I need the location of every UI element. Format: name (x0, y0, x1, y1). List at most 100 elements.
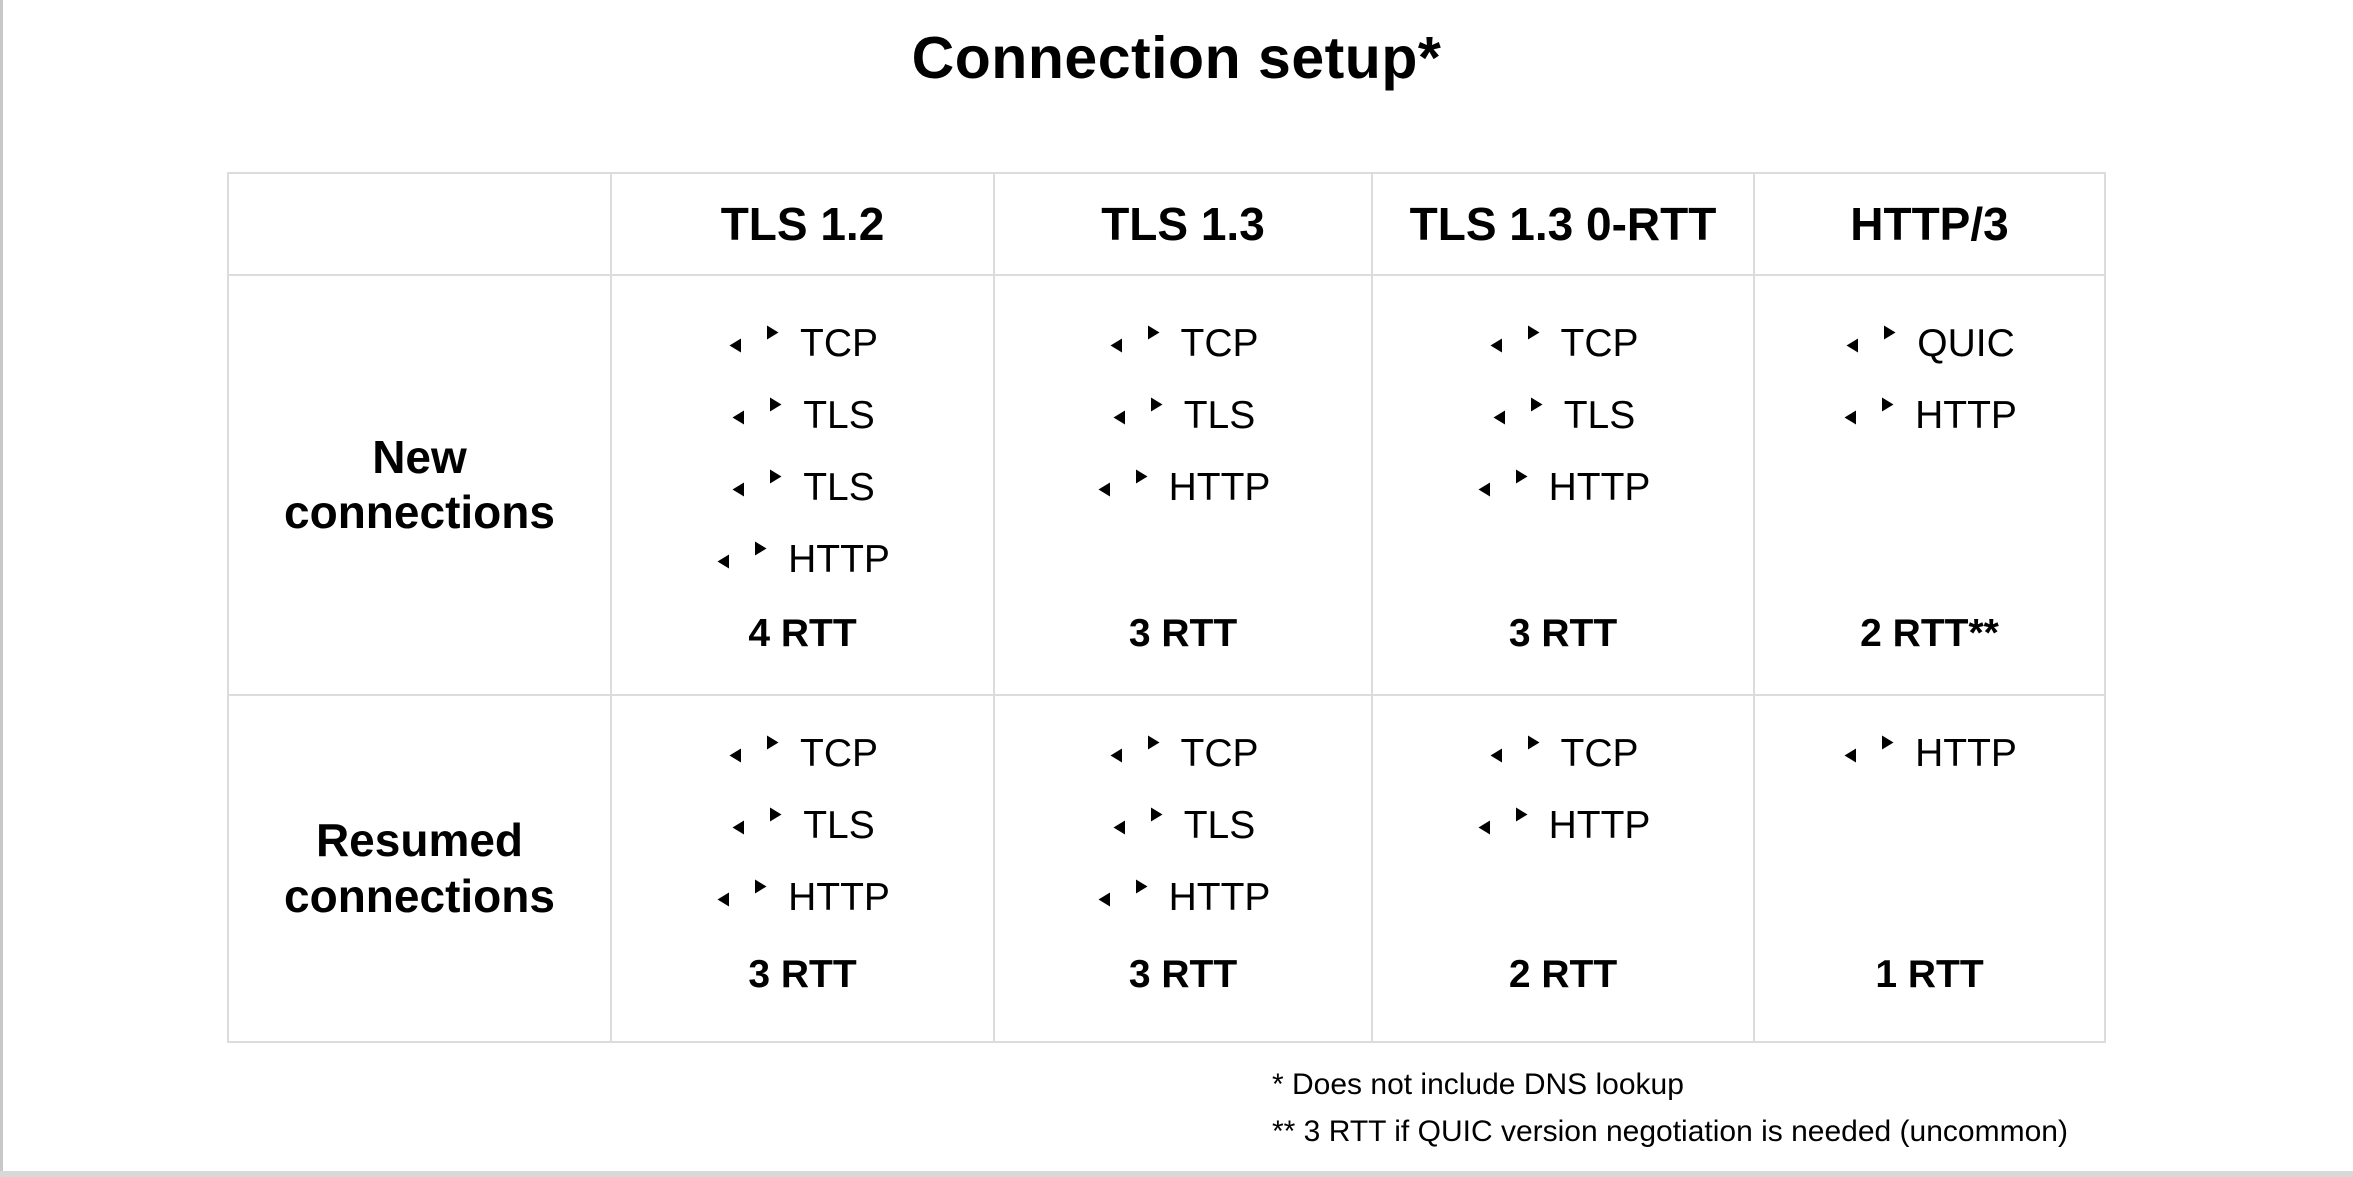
round-trip-arrows-icon (732, 397, 782, 425)
rtt-count: 3 RTT (1508, 612, 1618, 655)
step-label: TCP (1560, 732, 1639, 775)
row-header-resumed-connections: Resumed connections (229, 696, 612, 1041)
step-label: TCP (1180, 732, 1259, 775)
step-label: TLS (1183, 804, 1256, 847)
connection-setup-table: TLS 1.2 TLS 1.3 TLS 1.3 0-RTT HTTP/3 New… (227, 172, 2106, 1043)
handshake-steps: HTTP (1755, 696, 2104, 790)
round-trip-arrows-icon (732, 807, 782, 835)
cell-resumed-tls13-0rtt: TCP HTTP 2 RTT (1373, 696, 1755, 1041)
footnote-line-2: ** 3 RTT if QUIC version negotiation is … (1272, 1114, 2068, 1148)
round-trip-step: TLS (1373, 380, 1753, 452)
round-trip-step: HTTP (612, 524, 993, 596)
slide-title: Connection setup* (911, 25, 1442, 91)
cell-resumed-tls12: TCP TLS HTTP 3 RTT (612, 696, 995, 1041)
table-corner-cell (229, 174, 612, 276)
step-label: TCP (1180, 322, 1259, 365)
step-label: HTTP (1548, 466, 1651, 509)
step-label: TCP (800, 732, 878, 775)
round-trip-step: QUIC (1755, 308, 2104, 380)
footnote-line-1: * Does not include DNS lookup (1272, 1068, 1684, 1101)
round-trip-arrows-icon (1098, 469, 1148, 497)
round-trip-step: HTTP (1373, 452, 1753, 524)
handshake-steps: TCP TLS HTTP (995, 696, 1371, 934)
column-header-http3: HTTP/3 (1755, 174, 2104, 276)
round-trip-arrows-icon (1846, 325, 1896, 353)
round-trip-arrows-icon (1490, 325, 1539, 353)
column-header-tls12: TLS 1.2 (612, 174, 995, 276)
cell-new-tls13: TCP TLS HTTP 3 RTT (995, 276, 1373, 696)
footnotes: * Does not include DNS lookup ** 3 RTT i… (1272, 1062, 2068, 1155)
cell-resumed-http3: HTTP 1 RTT (1755, 696, 2104, 1041)
round-trip-step: TLS (995, 380, 1371, 452)
step-label: HTTP (1548, 804, 1651, 847)
round-trip-arrows-icon (1478, 807, 1528, 835)
round-trip-step: TCP (995, 718, 1371, 790)
step-label: HTTP (1915, 732, 2017, 775)
round-trip-step: HTTP (1755, 718, 2104, 790)
round-trip-step: TCP (612, 308, 993, 380)
handshake-steps: TCP HTTP (1373, 696, 1753, 862)
left-edge-divider (0, 0, 3, 1177)
step-label: HTTP (1168, 876, 1271, 919)
round-trip-step: TCP (995, 308, 1371, 380)
cell-new-tls12: TCP TLS TLS HTTP 4 RTT (612, 276, 995, 696)
round-trip-step: TLS (612, 790, 993, 862)
round-trip-arrows-icon (1110, 735, 1159, 763)
step-label: TLS (1183, 394, 1256, 437)
row-header-new-connections: New connections (229, 276, 612, 696)
step-label: HTTP (1168, 466, 1271, 509)
round-trip-arrows-icon (1098, 879, 1148, 907)
round-trip-arrows-icon (1493, 397, 1543, 425)
step-label: TLS (803, 804, 875, 847)
step-label: TLS (803, 466, 875, 509)
column-header-tls13: TLS 1.3 (995, 174, 1373, 276)
step-label: HTTP (1915, 394, 2017, 437)
round-trip-step: TCP (612, 718, 993, 790)
round-trip-arrows-icon (729, 735, 779, 763)
step-label: QUIC (1917, 322, 2015, 365)
handshake-steps: QUIC HTTP (1755, 276, 2104, 452)
rtt-count: 2 RTT (1508, 953, 1618, 996)
rtt-count: 3 RTT (1128, 953, 1238, 996)
round-trip-step: TCP (1373, 718, 1753, 790)
round-trip-arrows-icon (1113, 397, 1163, 425)
rtt-count: 4 RTT (748, 612, 857, 655)
rtt-count: 3 RTT (748, 953, 857, 996)
step-label: HTTP (788, 538, 890, 581)
round-trip-arrows-icon (1490, 735, 1539, 763)
round-trip-step: TLS (612, 452, 993, 524)
handshake-steps: TCP TLS TLS HTTP (612, 276, 993, 596)
step-label: TCP (1560, 322, 1639, 365)
round-trip-step: HTTP (1373, 790, 1753, 862)
column-header-tls13-0rtt: TLS 1.3 0-RTT (1373, 174, 1755, 276)
cell-new-tls13-0rtt: TCP TLS HTTP 3 RTT (1373, 276, 1755, 696)
round-trip-step: TCP (1373, 308, 1753, 380)
round-trip-step: HTTP (612, 862, 993, 934)
round-trip-arrows-icon (1110, 325, 1159, 353)
handshake-steps: TCP TLS HTTP (995, 276, 1371, 524)
step-label: TLS (803, 394, 875, 437)
handshake-steps: TCP TLS HTTP (1373, 276, 1753, 524)
step-label: TLS (1563, 394, 1636, 437)
cell-resumed-tls13: TCP TLS HTTP 3 RTT (995, 696, 1373, 1041)
round-trip-step: TLS (612, 380, 993, 452)
round-trip-step: HTTP (995, 452, 1371, 524)
round-trip-arrows-icon (1478, 469, 1528, 497)
round-trip-arrows-icon (729, 325, 779, 353)
step-label: HTTP (788, 876, 890, 919)
round-trip-arrows-icon (1844, 735, 1894, 763)
step-label: TCP (800, 322, 878, 365)
round-trip-arrows-icon (1113, 807, 1163, 835)
round-trip-arrows-icon (1844, 397, 1894, 425)
rtt-count: 2 RTT** (1860, 612, 1999, 655)
bottom-edge-strip (0, 1171, 2353, 1177)
round-trip-step: HTTP (1755, 380, 2104, 452)
rtt-count: 1 RTT (1875, 953, 1984, 996)
round-trip-arrows-icon (717, 879, 767, 907)
round-trip-step: HTTP (995, 862, 1371, 934)
round-trip-step: TLS (995, 790, 1371, 862)
handshake-steps: TCP TLS HTTP (612, 696, 993, 934)
rtt-count: 3 RTT (1128, 612, 1238, 655)
round-trip-arrows-icon (732, 469, 782, 497)
cell-new-http3: QUIC HTTP 2 RTT** (1755, 276, 2104, 696)
